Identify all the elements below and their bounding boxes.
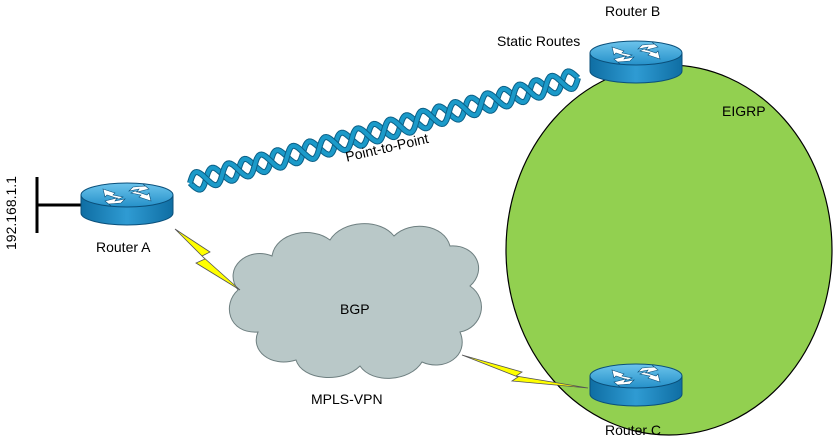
helix-strand-2 <box>188 73 580 188</box>
serial-link-cloud-c <box>461 354 589 389</box>
bgp-label: BGP <box>340 301 370 317</box>
static-routes-label: Static Routes <box>497 33 581 49</box>
router-a-label: Router A <box>96 239 151 255</box>
router-a[interactable] <box>80 182 174 226</box>
point-to-point-link <box>187 68 581 193</box>
router-b-label: Router B <box>605 3 661 19</box>
serial-link-a-cloud <box>174 228 241 291</box>
eigrp-label: EIGRP <box>722 103 766 119</box>
lan-address-label: 192.168.1.1 <box>3 176 19 250</box>
router-b[interactable] <box>589 40 683 84</box>
router-c-label: Router C <box>605 422 662 438</box>
router-c[interactable] <box>589 363 683 407</box>
bgp-cloud <box>228 223 482 379</box>
mpls-vpn-label: MPLS-VPN <box>311 391 383 407</box>
